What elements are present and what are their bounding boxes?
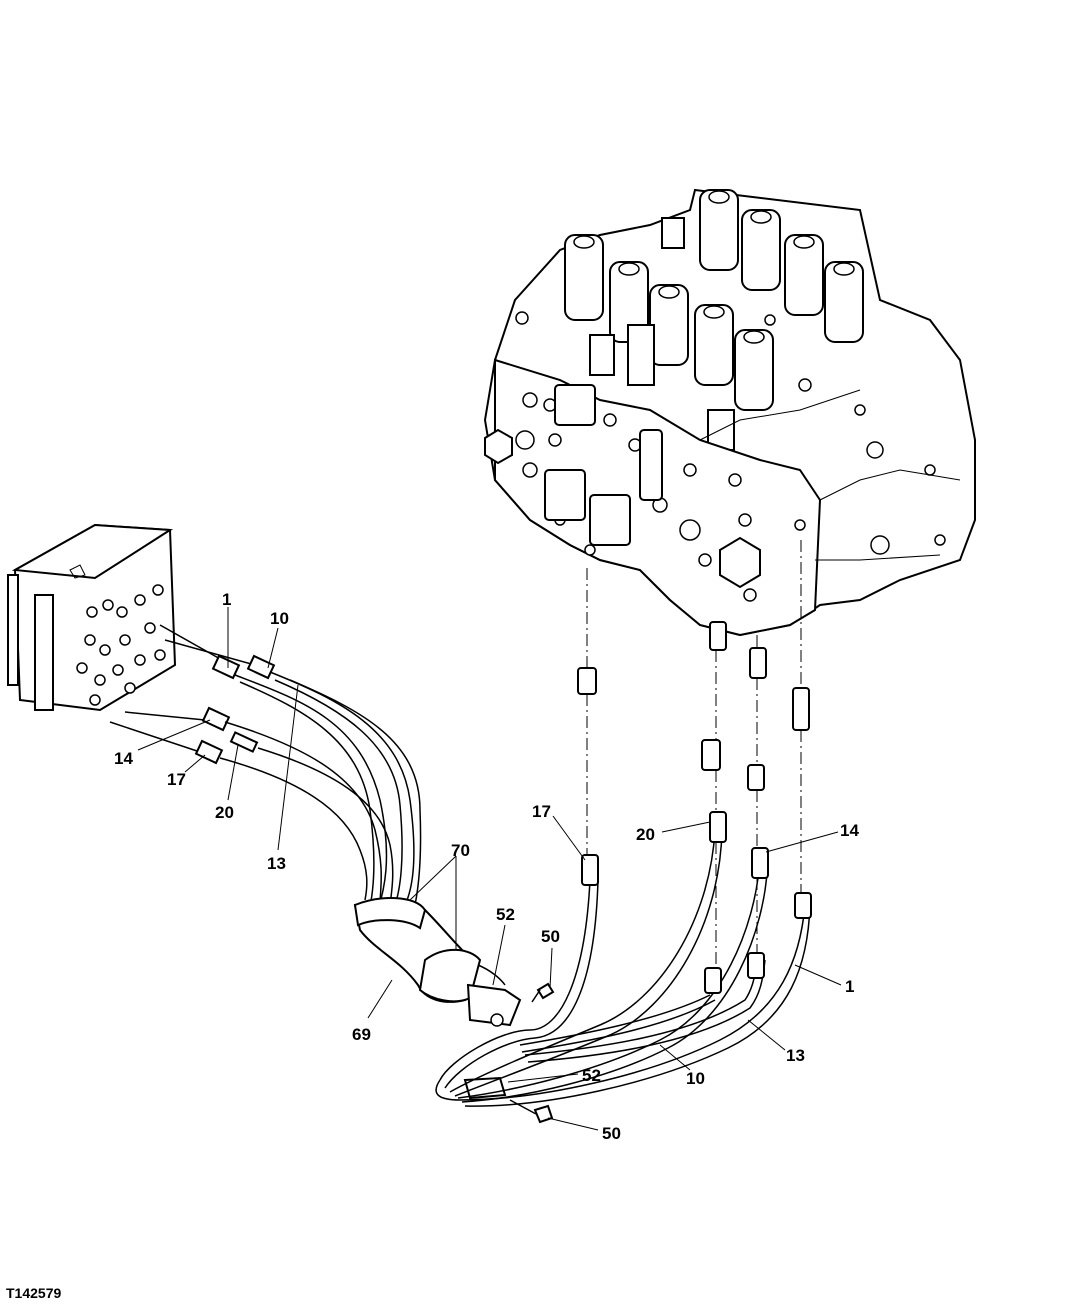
callout-labels: 1 10 14 17 20 13 70 52 50 69 17 20 14 1 … bbox=[114, 590, 859, 1143]
callout-17-left: 17 bbox=[167, 770, 186, 789]
callout-52-bottom: 52 bbox=[582, 1066, 601, 1085]
left-fittings bbox=[109, 624, 276, 765]
callout-14-right: 14 bbox=[840, 821, 859, 840]
callout-14-left: 14 bbox=[114, 749, 133, 768]
protective-sleeve bbox=[353, 897, 506, 1006]
callout-20-right: 20 bbox=[636, 825, 655, 844]
hose-bundle bbox=[219, 671, 422, 921]
callout-13-left: 13 bbox=[267, 854, 286, 873]
leader-lines bbox=[137, 607, 842, 1131]
callout-20-left: 20 bbox=[215, 803, 234, 822]
callout-10-right: 10 bbox=[686, 1069, 705, 1088]
hose-end-fittings bbox=[577, 621, 812, 994]
alignment-centerlines bbox=[586, 540, 802, 968]
callout-1-left: 1 bbox=[222, 590, 231, 609]
clamps-and-screws bbox=[463, 982, 555, 1124]
callout-1-right: 1 bbox=[845, 977, 854, 996]
lower-hoses bbox=[435, 829, 811, 1107]
control-valve-assembly bbox=[483, 188, 976, 637]
callout-69: 69 bbox=[352, 1025, 371, 1044]
callout-17-right: 17 bbox=[532, 802, 551, 821]
pilot-manifold-block bbox=[7, 523, 177, 712]
callout-52-top: 52 bbox=[496, 905, 515, 924]
callout-70: 70 bbox=[451, 841, 470, 860]
figure-id: T142579 bbox=[6, 1285, 61, 1301]
callout-50-top: 50 bbox=[541, 927, 560, 946]
callout-50-bottom: 50 bbox=[602, 1124, 621, 1143]
callout-13-right: 13 bbox=[786, 1046, 805, 1065]
callout-10-left: 10 bbox=[270, 609, 289, 628]
